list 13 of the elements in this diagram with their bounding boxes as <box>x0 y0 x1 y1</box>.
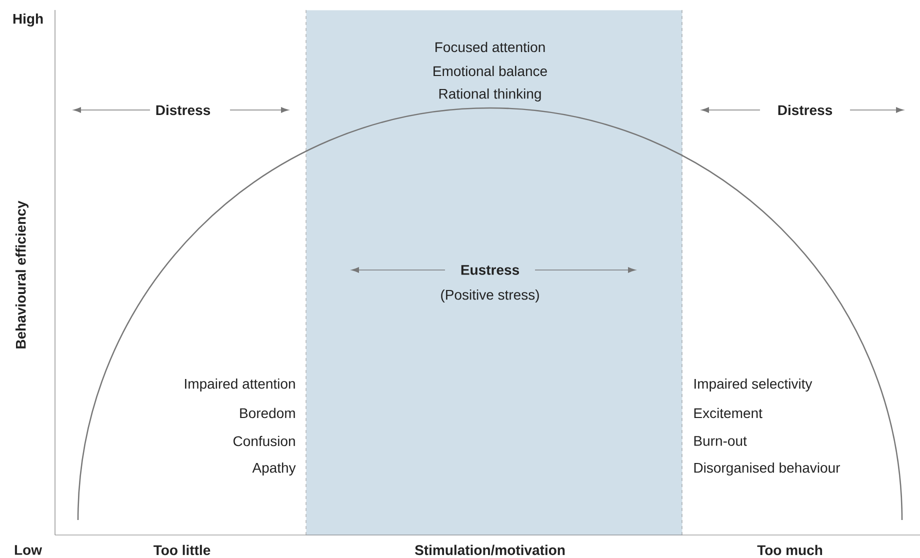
axis-label: Too little <box>154 544 210 556</box>
region-label: Distress <box>778 104 832 116</box>
band-text: Emotional balance <box>434 66 547 76</box>
axis-title: Behavioural efficiency <box>15 200 29 348</box>
band-text: (Positive stress) <box>441 289 539 303</box>
axis-label: Low <box>14 545 42 555</box>
band-text: Eustress <box>461 265 519 275</box>
band-text: Rational thinking <box>439 88 541 102</box>
region-label: Distress <box>156 104 210 116</box>
band-text: Focused attention <box>436 42 545 52</box>
shaded-band <box>306 10 682 536</box>
axis-label: Too much <box>757 544 822 556</box>
axis-label: High <box>13 13 43 27</box>
